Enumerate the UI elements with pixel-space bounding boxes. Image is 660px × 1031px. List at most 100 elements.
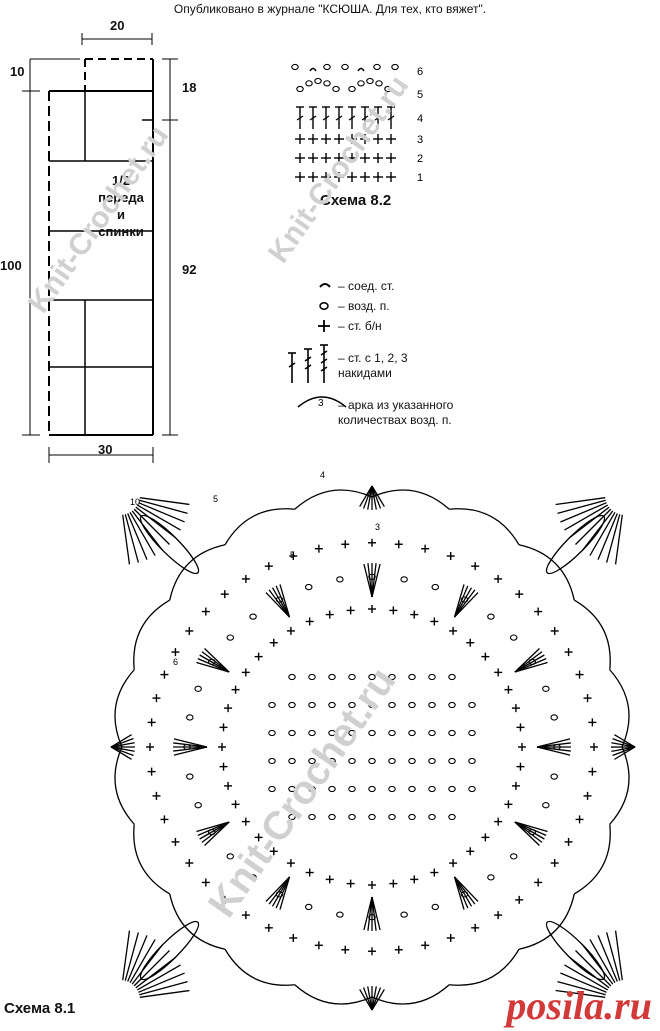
dc-symbol [606, 514, 621, 563]
dc-symbol [453, 876, 469, 909]
dc-symbol [560, 502, 607, 523]
legend-dc: – ст. с 1, 2, 3 накидами [338, 351, 408, 380]
arch-symbol [224, 508, 295, 546]
dc-symbol [374, 115, 382, 121]
corner-petal [545, 920, 606, 981]
pattern-center-label: 1/2 переда и спинки [98, 173, 144, 239]
arch-symbol [133, 599, 171, 670]
dc-symbol [371, 563, 377, 598]
chain-symbol [308, 701, 316, 709]
dc-symbol [611, 746, 636, 752]
dc-symbol [555, 989, 606, 998]
chain-symbol [249, 613, 257, 620]
chain-symbol [308, 785, 316, 793]
chain-symbol [348, 673, 356, 681]
chain-symbol [226, 853, 235, 860]
dc-symbol [271, 876, 291, 907]
row-number: 2 [417, 153, 423, 165]
arch-symbol [114, 746, 135, 825]
dc-symbol [110, 746, 132, 760]
arch-symbol [609, 669, 630, 748]
legend-arch: – арка из указанного количествах возд. п… [338, 398, 454, 427]
chain-symbol [431, 903, 440, 911]
chain-symbol [428, 729, 436, 737]
dim-right-height: 92 [182, 262, 197, 277]
arch-symbol [518, 544, 575, 601]
dc-symbol [536, 746, 571, 752]
dc-symbol [271, 587, 291, 618]
chain-symbol [308, 729, 316, 737]
chain-symbol [428, 673, 436, 681]
chain-symbol [468, 729, 476, 737]
dc-symbol [348, 115, 356, 121]
dc-symbol [614, 734, 636, 748]
corner-petal [545, 514, 606, 575]
chain-symbol [314, 77, 322, 85]
dc-symbol [514, 821, 540, 846]
chain-symbol [428, 785, 436, 793]
sc-icon [318, 320, 330, 332]
chain-symbol [542, 685, 550, 692]
arch-symbol [371, 984, 450, 1005]
chain-symbol [368, 813, 376, 821]
dc-symbol [536, 742, 571, 748]
dc-symbol [363, 563, 373, 598]
dc-symbol [581, 944, 614, 985]
chain-symbol [408, 785, 416, 793]
chain-symbol [328, 785, 336, 793]
chain-symbol [388, 785, 396, 793]
chain-symbol [408, 813, 416, 821]
chain-symbol [368, 757, 376, 765]
arch-number: 6 [173, 657, 178, 667]
chain-symbol [428, 701, 436, 709]
chain-symbol [328, 729, 336, 737]
dc-symbol [555, 497, 606, 506]
chain-symbol [391, 63, 399, 71]
arch-symbol [449, 948, 520, 986]
dc-symbol [387, 115, 395, 121]
dc-symbol [139, 989, 190, 998]
chain-symbol [384, 85, 392, 93]
chain-symbol [288, 673, 296, 681]
chain-symbol [308, 813, 316, 821]
dc-symbol [514, 821, 547, 836]
dc-symbol [135, 506, 176, 539]
dc-symbol [322, 115, 330, 121]
dc-symbol [371, 563, 381, 598]
row-number: 1 [417, 172, 423, 184]
dc-symbol [199, 821, 230, 840]
dc-symbol [197, 658, 230, 673]
dc-symbol [589, 511, 616, 556]
dc-symbol [536, 738, 571, 748]
chain-symbol [323, 80, 331, 87]
dc-symbol [371, 989, 385, 1011]
dc-symbol [575, 950, 612, 987]
chain-symbol [408, 729, 416, 737]
chain-symbol [268, 729, 276, 737]
chain-symbol [348, 757, 356, 765]
arch-number: 5 [213, 494, 218, 504]
dc-symbol [453, 585, 469, 618]
dc-symbol [173, 746, 208, 756]
dc-symbol [611, 742, 636, 748]
dc-symbol [454, 592, 479, 618]
chain-symbol [226, 634, 235, 641]
chain-symbol [468, 757, 476, 765]
dc-symbol [367, 563, 373, 598]
chain-symbol [328, 673, 336, 681]
dc-symbol [133, 508, 170, 545]
dc-symbol [122, 930, 131, 981]
legend-symbols: 3 [288, 283, 347, 409]
dc-symbol [581, 510, 614, 551]
chain-symbol [308, 673, 316, 681]
arch-symbol [573, 824, 611, 895]
dc-symbol [453, 584, 465, 618]
chain-symbol [328, 757, 336, 765]
dc-symbol [514, 658, 547, 673]
chain-symbol [332, 85, 340, 93]
legend-chain: – возд. п. [338, 299, 390, 313]
chain-symbol [487, 874, 495, 881]
dc-symbol [335, 115, 343, 121]
chain-symbol [375, 80, 383, 87]
